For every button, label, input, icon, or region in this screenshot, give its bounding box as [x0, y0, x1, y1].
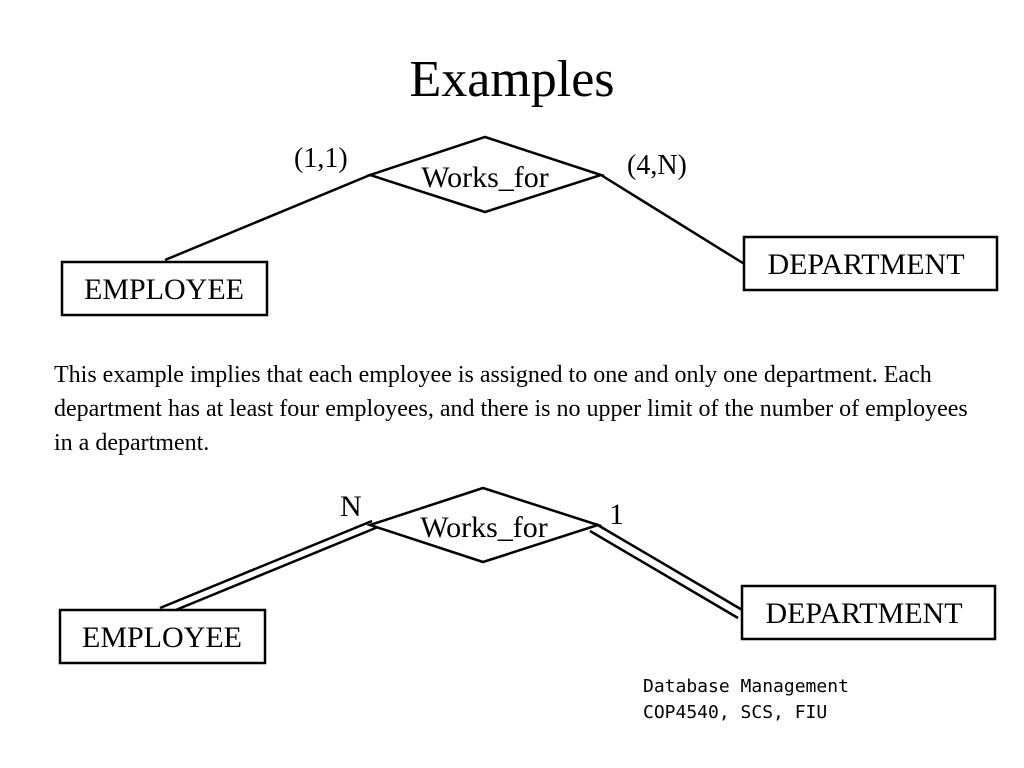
entity-box-department	[740, 584, 997, 641]
description-text: This example implies that each employee …	[54, 362, 968, 456]
slide-title: Examples	[409, 51, 615, 108]
double-connector-works-for-department	[589, 522, 745, 620]
entity-label-department: DEPARTMENT	[767, 248, 964, 281]
double-connector-employee-works-for	[159, 519, 379, 616]
cardinality-label-left: N	[340, 490, 362, 523]
connector-works-for-department	[600, 173, 747, 267]
relationship-diamond	[365, 486, 603, 564]
relationship-label: Works_for	[420, 511, 548, 544]
footer-course-name: Database Management	[643, 676, 849, 697]
constraint-label-left: (1,1)	[294, 143, 348, 174]
entity-box-employee	[58, 608, 267, 665]
entity-label-department: DEPARTMENT	[765, 597, 962, 630]
cardinality-label-right: 1	[609, 498, 624, 531]
relationship-diamond	[365, 135, 606, 214]
er-diagram-1: Works_for EMPLOYEE DEPARTMENT (1,1) (4,N…	[60, 135, 999, 317]
footer: Database Management COP4540, SCS, FIU	[643, 674, 849, 726]
entity-box-department	[742, 235, 999, 292]
er-diagram-2: Works_for EMPLOYEE DEPARTMENT N 1	[58, 486, 997, 665]
entity-box-employee	[60, 260, 269, 317]
footer-course-code: COP4540, SCS, FIU	[643, 702, 828, 723]
entity-label-employee: EMPLOYEE	[82, 621, 242, 654]
constraint-label-right: (4,N)	[627, 150, 687, 181]
connector-employee-works-for	[164, 173, 371, 262]
entity-label-employee: EMPLOYEE	[84, 273, 244, 306]
relationship-label: Works_for	[421, 161, 549, 194]
